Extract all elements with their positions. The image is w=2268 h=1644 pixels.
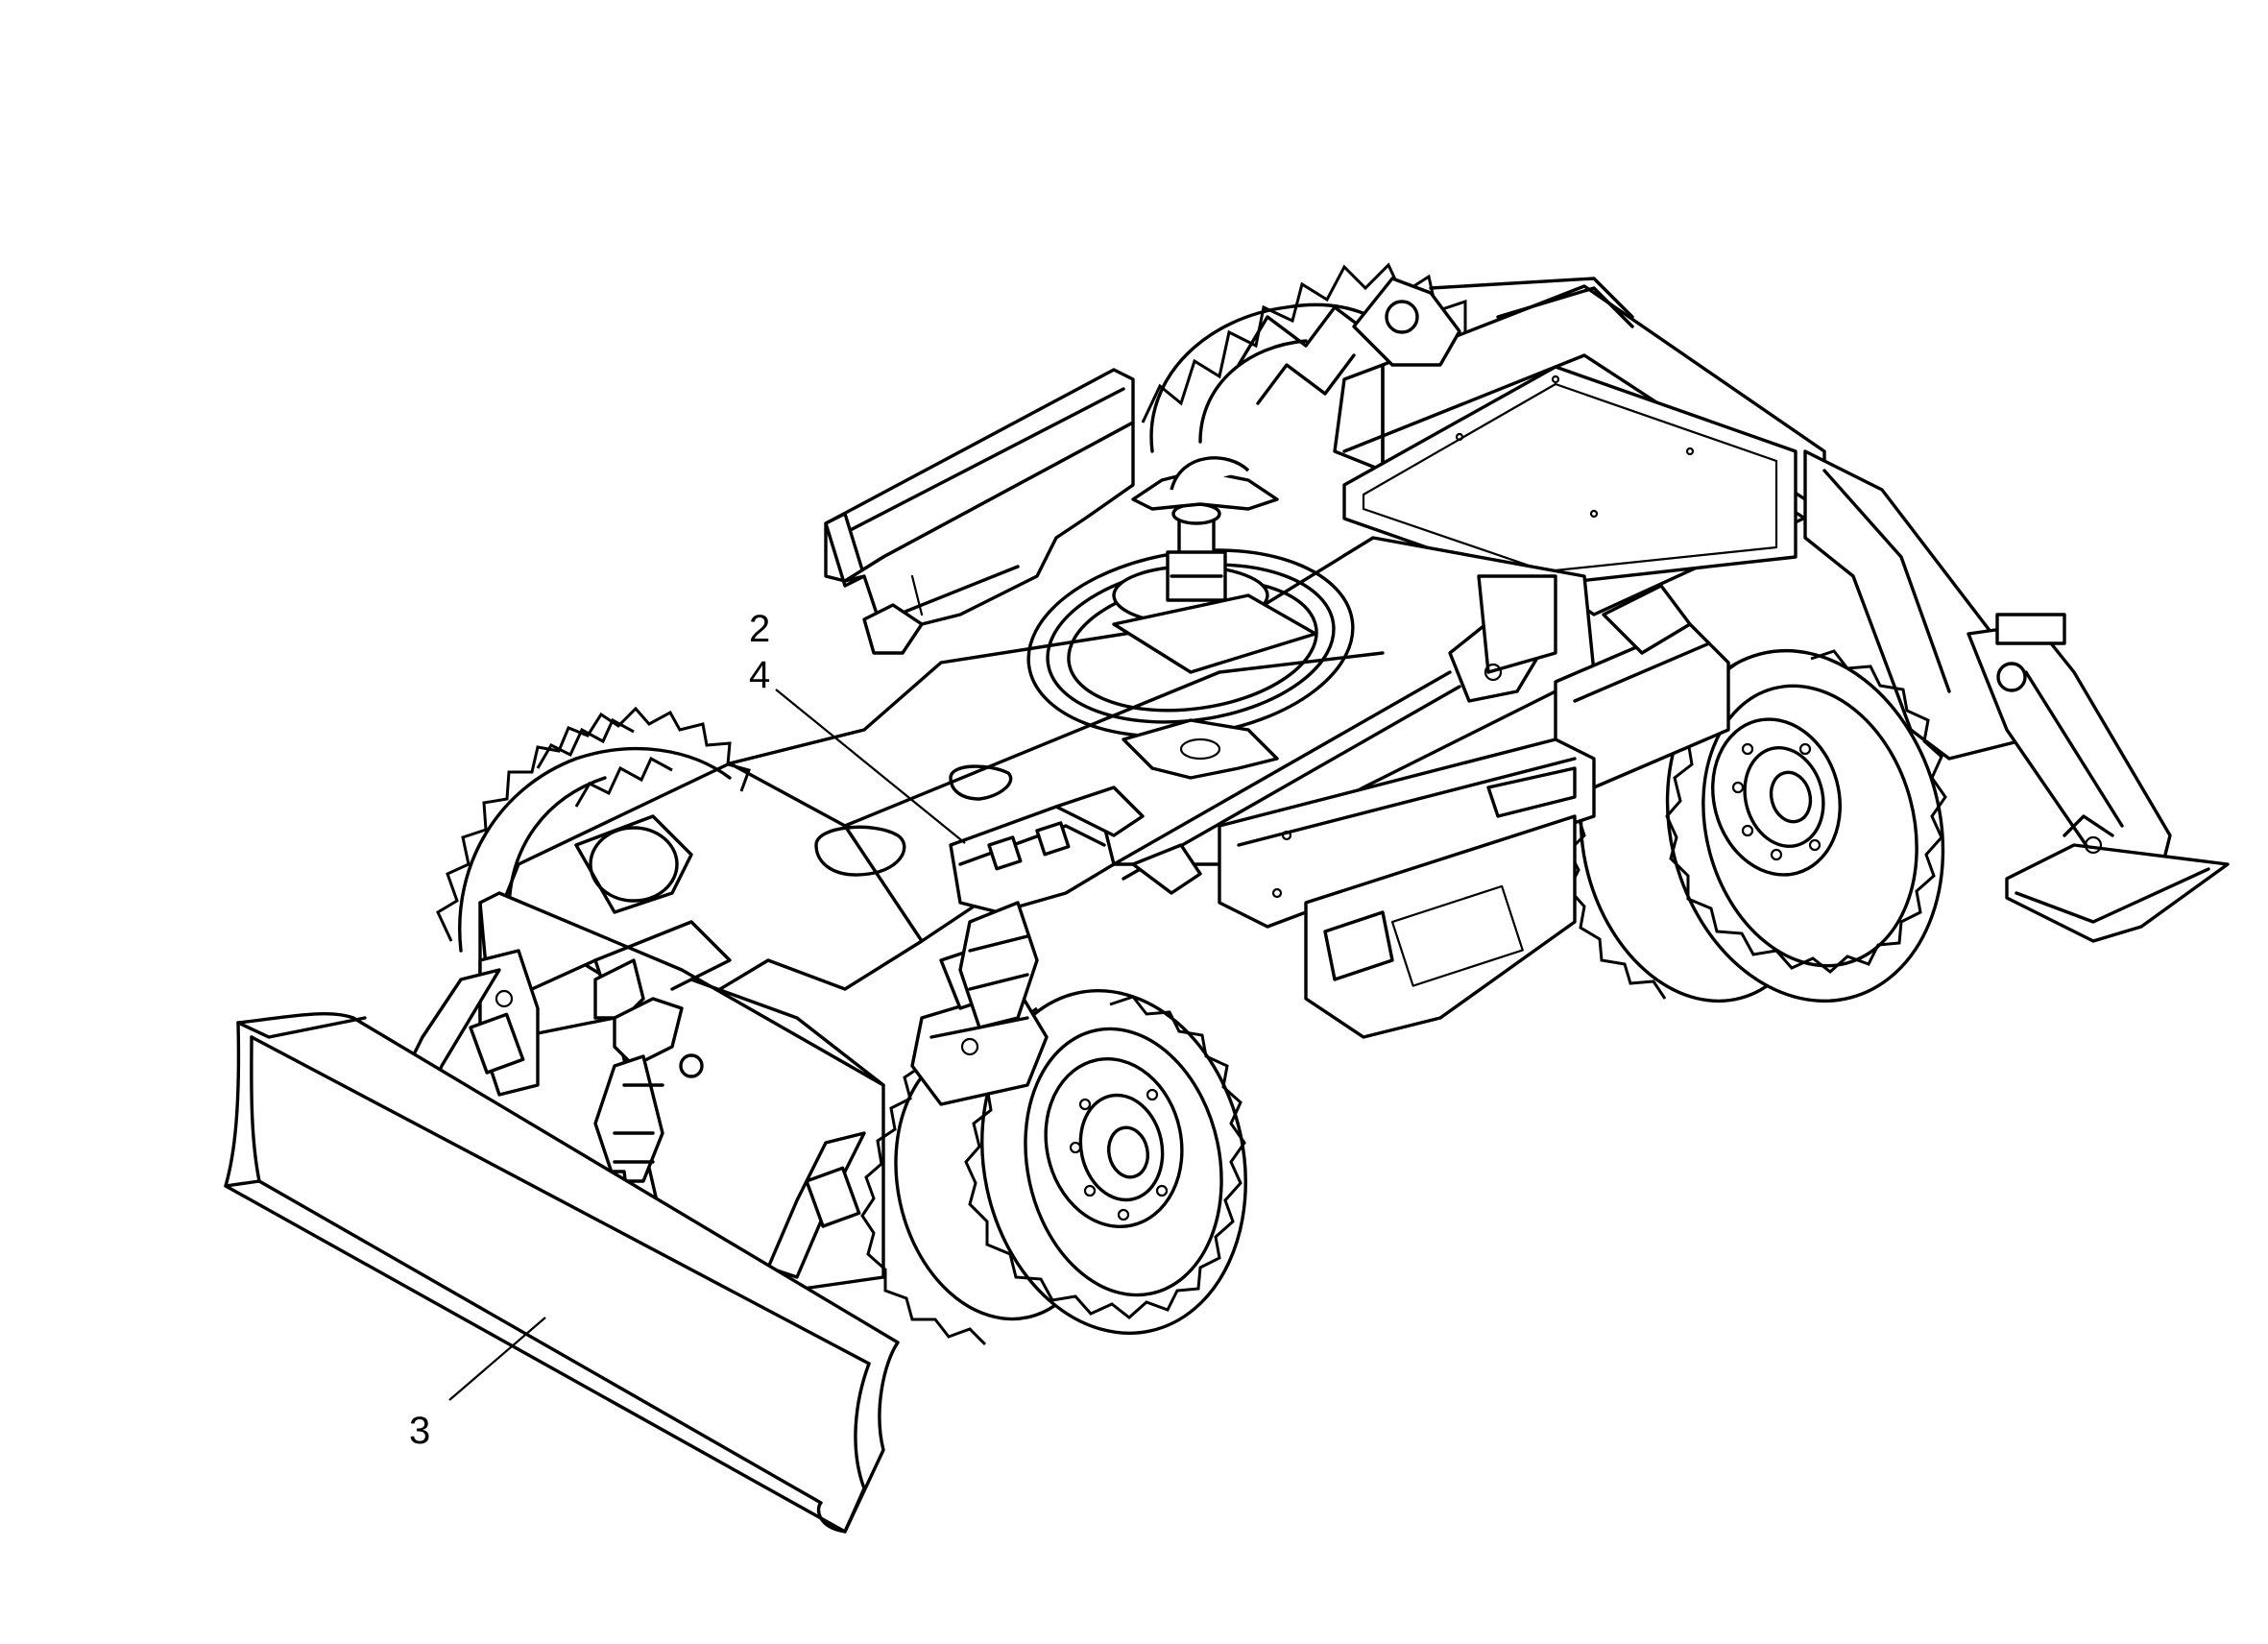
- callout-labels: 2 4 3: [409, 608, 770, 1452]
- front-right-wheel-pair: [860, 939, 1247, 1346]
- leader-line-4: [775, 689, 966, 844]
- callout-leaders: [448, 689, 966, 1401]
- front-left-wheel-pair: [436, 706, 751, 953]
- rear-right-wheel-pair: [1554, 584, 1947, 1003]
- rear-right-stabilizer: [1803, 449, 2230, 943]
- left-rear-stabilizer-pad: [824, 368, 1135, 655]
- callout-3: 3: [409, 1410, 430, 1452]
- callout-4: 4: [749, 654, 770, 696]
- front-axle-gearbox: [949, 786, 1202, 1029]
- dozer-blade: [224, 1012, 900, 1534]
- slewing-ring: [1026, 456, 1355, 780]
- rear-chassis-housing: [1333, 277, 1826, 616]
- leader-line-3: [448, 1317, 546, 1401]
- rear-cross-beam: [1218, 737, 1596, 1039]
- callout-2: 2: [749, 608, 770, 650]
